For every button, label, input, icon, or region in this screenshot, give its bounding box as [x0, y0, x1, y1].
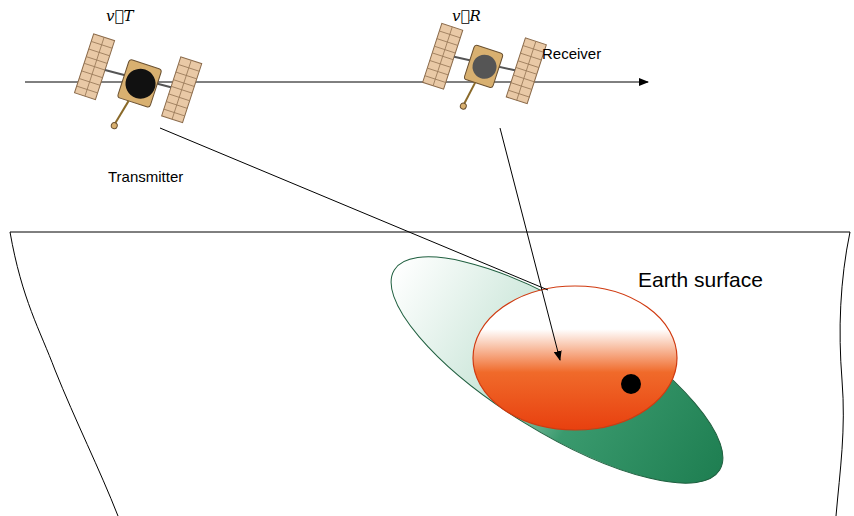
velocity-label: v⃗R [452, 8, 481, 25]
surface-edge [10, 232, 118, 516]
velocity-label: v⃗T [106, 8, 133, 25]
satellite-icon [419, 12, 547, 127]
signal-line [160, 128, 548, 290]
receiver-footprint [473, 286, 677, 430]
surface-edge [836, 232, 850, 516]
target-point [621, 374, 641, 394]
satellite-icon [68, 29, 202, 148]
orbit-line [25, 82, 648, 83]
signal-line [500, 128, 560, 360]
satellite-label: Receiver [542, 46, 601, 63]
satellite-label: Transmitter [108, 169, 183, 186]
surface-edge [10, 232, 850, 233]
transmitter-footprint [362, 217, 752, 516]
region-label: Earth surface [638, 268, 763, 291]
